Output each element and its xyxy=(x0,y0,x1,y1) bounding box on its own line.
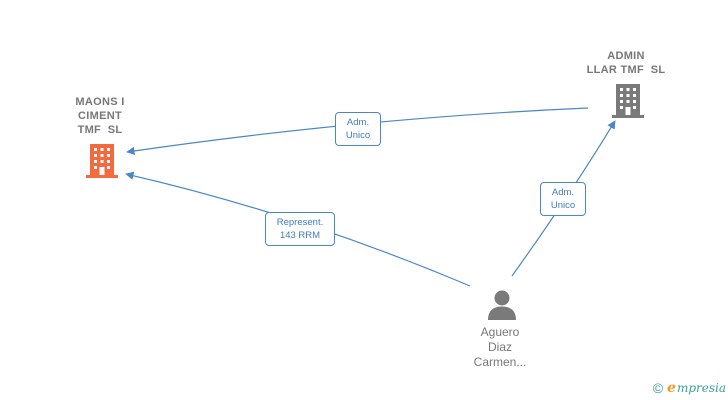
brand-logo-text: mpresia xyxy=(676,381,726,395)
node-label-admin-llar-tmf[interactable]: ADMIN LLAR TMF SL xyxy=(586,50,666,76)
node-label-maons-i-ciment[interactable]: MAONS I CIMENT TMF SL xyxy=(75,96,125,136)
building-icon[interactable] xyxy=(86,144,118,178)
brand-logo-initial: e xyxy=(667,380,676,396)
node-label-aguero-diaz[interactable]: Aguero Diaz Carmen... xyxy=(473,325,527,369)
empresia-watermark: © e mpresia xyxy=(653,380,726,396)
edge-label-adm-unico-admin-maons: Adm. Unico xyxy=(335,112,381,146)
person-icon[interactable] xyxy=(488,290,516,321)
edge-label-represent-143-rrm: Represent. 143 RRM xyxy=(265,212,335,246)
copyright-icon: © xyxy=(652,380,664,396)
edge-label-adm-unico-aguero-admin: Adm. Unico xyxy=(540,182,586,216)
building-icon[interactable] xyxy=(612,84,644,118)
